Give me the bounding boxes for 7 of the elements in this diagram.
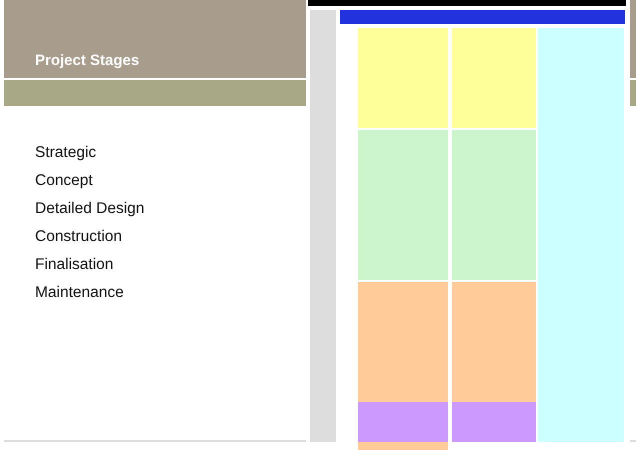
stage-item: Maintenance bbox=[35, 284, 124, 302]
stage-item: Construction bbox=[35, 228, 122, 246]
stage-item: Detailed Design bbox=[35, 200, 144, 218]
stage-item: Concept bbox=[35, 172, 93, 190]
stage-item: Strategic bbox=[35, 144, 96, 162]
slide-title: Project Stages bbox=[35, 52, 140, 69]
stage-item: Finalisation bbox=[35, 256, 114, 274]
